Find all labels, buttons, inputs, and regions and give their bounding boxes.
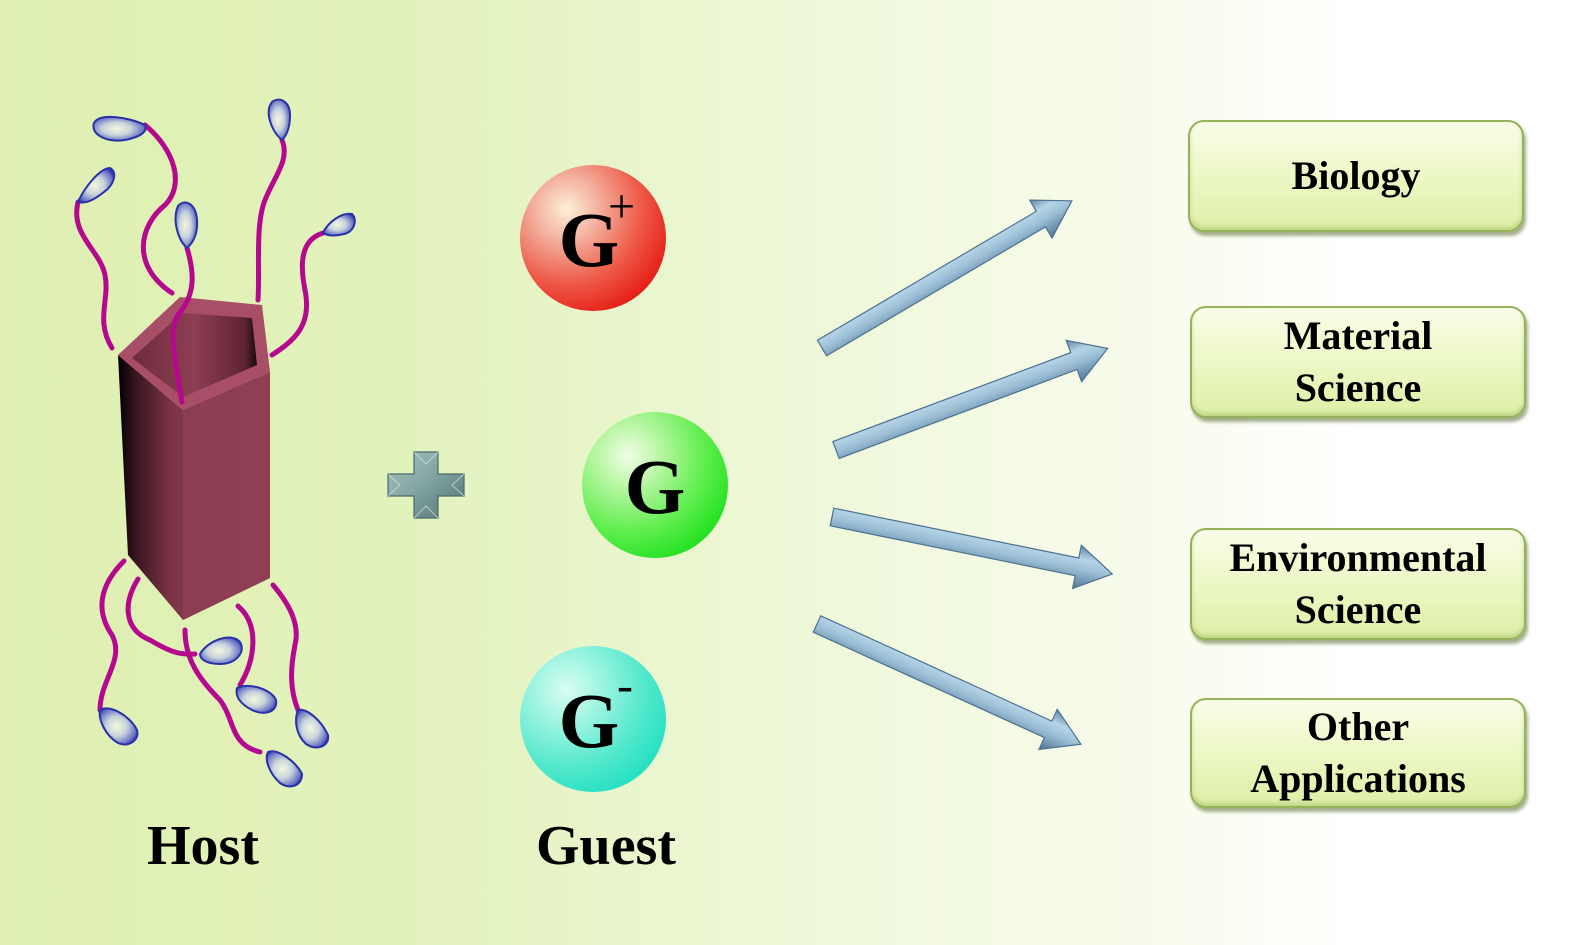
application-label: Environmental Science xyxy=(1229,535,1487,632)
guest-neutral-ball: G xyxy=(582,412,728,558)
guest-neutral-letter: G xyxy=(624,443,686,530)
guest-cation-ball: G + xyxy=(520,165,666,311)
application-label: Other Applications xyxy=(1250,704,1466,801)
application-box-biology: Biology xyxy=(1188,120,1524,232)
guest-label: Guest xyxy=(536,815,676,877)
host-chains xyxy=(74,122,326,405)
host-chains-bottom xyxy=(97,558,301,755)
arrow-to-material-science xyxy=(832,339,1109,460)
application-box-other-applications: Other Applications xyxy=(1190,698,1526,808)
positive-charge-symbol: + xyxy=(608,180,636,233)
application-box-environmental-science: Environmental Science xyxy=(1190,528,1526,640)
host-molecule xyxy=(74,98,356,788)
arrow-to-other-applications xyxy=(812,615,1082,751)
arrow-to-environmental-science xyxy=(829,507,1114,590)
application-label: Biology xyxy=(1291,153,1421,198)
arrow-to-biology xyxy=(816,199,1073,357)
guest-anion-letter: G xyxy=(558,677,620,764)
hydrophilic-heads xyxy=(76,98,356,788)
guest-anion-ball: G - xyxy=(520,646,666,792)
host-label: Host xyxy=(147,815,259,877)
guest-cation-letter: G xyxy=(558,196,620,283)
application-box-material-science: Material Science xyxy=(1190,306,1526,418)
negative-charge-symbol: - xyxy=(617,659,633,712)
pentagonal-tube xyxy=(118,297,270,620)
application-label: Material Science xyxy=(1283,313,1433,410)
plus-icon xyxy=(387,451,465,519)
